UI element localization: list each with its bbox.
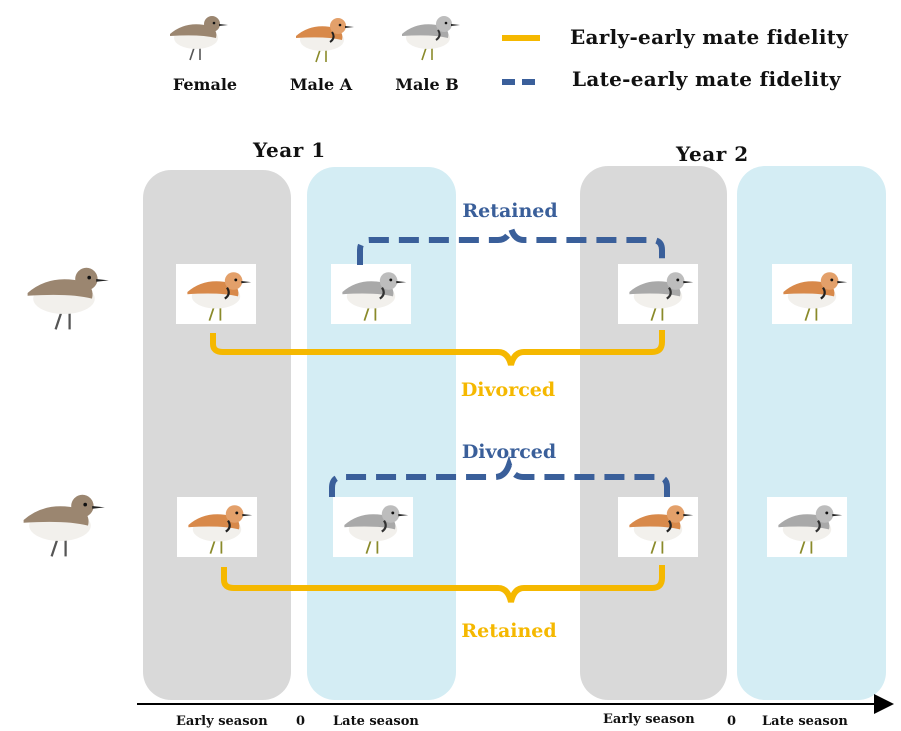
row1-dashed-label: Retained bbox=[462, 200, 558, 222]
year1-late-season-column bbox=[307, 167, 456, 700]
row2-bird-1-icon bbox=[188, 505, 253, 554]
row1-dashed-bracket bbox=[357, 227, 665, 265]
year1-title: Year 1 bbox=[253, 138, 326, 162]
row1-bird-2-icon bbox=[342, 272, 407, 321]
row2-female-icon bbox=[23, 494, 105, 557]
row1-bird-3-icon bbox=[629, 272, 694, 321]
axis-label-y2-early: Early season bbox=[603, 712, 695, 727]
row2-bird-3-icon bbox=[629, 505, 694, 554]
axis-label-y2-late: Late season bbox=[762, 714, 848, 729]
row2-solid-label: Retained bbox=[461, 620, 557, 642]
row1-bird-4-icon bbox=[783, 272, 848, 321]
axis-label-y2-zero: 0 bbox=[727, 714, 737, 729]
axis-label-y1-zero: 0 bbox=[296, 714, 306, 729]
legend-male-b-label: Male B bbox=[395, 75, 459, 94]
legend-male-b-icon bbox=[402, 16, 460, 61]
axis-label-y1-late: Late season bbox=[333, 714, 419, 729]
year2-early-season-column bbox=[580, 166, 727, 700]
axis-label-y1-early: Early season bbox=[176, 714, 268, 729]
row2-dashed-label: Divorced bbox=[461, 441, 557, 463]
legend-female-label: Female bbox=[172, 75, 238, 94]
legend-dashed-label: Late-early mate fidelity bbox=[572, 67, 841, 91]
legend-male-a-icon bbox=[296, 18, 354, 63]
row2-dashed-bracket bbox=[329, 455, 670, 497]
row1-female-icon bbox=[27, 267, 109, 330]
row1-solid-label: Divorced bbox=[460, 379, 556, 401]
row1-bird-1-icon bbox=[187, 272, 252, 321]
row2-bird-2-icon bbox=[344, 505, 409, 554]
year2-title: Year 2 bbox=[676, 142, 749, 166]
legend-solid-label: Early-early mate fidelity bbox=[570, 25, 849, 49]
year2-late-season-column bbox=[737, 166, 886, 700]
row2-bird-4-icon bbox=[778, 505, 843, 554]
legend-male-a-label: Male A bbox=[289, 75, 353, 94]
row2-solid-bracket bbox=[221, 565, 665, 603]
legend-female-icon bbox=[170, 16, 228, 61]
row1-solid-bracket bbox=[210, 330, 665, 366]
year1-early-season-column bbox=[143, 170, 291, 700]
